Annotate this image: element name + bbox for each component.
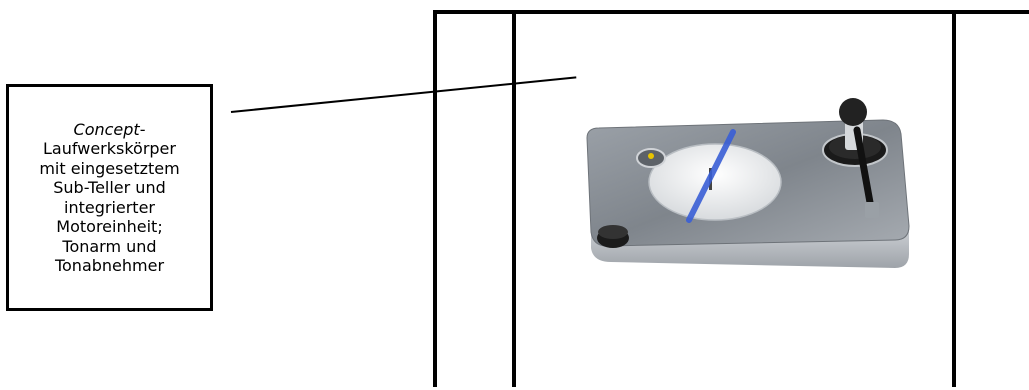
caption-line-4: integrierter <box>64 198 155 217</box>
caption-text: Concept- Laufwerkskörper mit eingesetzte… <box>33 120 185 276</box>
caption-emphasis: Concept <box>74 120 140 139</box>
caption-hyphen: - <box>140 120 146 139</box>
caption-line-3: Sub-Teller und <box>53 178 166 197</box>
speed-knob-light <box>648 153 654 159</box>
caption-line-1: Laufwerkskörper <box>43 139 176 158</box>
turntable-illustration <box>583 90 913 280</box>
caption-line-7: Tonabnehmer <box>55 256 164 275</box>
caption-line-6: Tonarm und <box>62 237 156 256</box>
table-border-inner <box>512 10 516 387</box>
table-border-left <box>433 10 437 387</box>
platter <box>649 144 781 220</box>
caption-box: Concept- Laufwerkskörper mit eingesetzte… <box>6 84 213 311</box>
table-border-right <box>952 10 956 387</box>
caption-line-5: Motoreinheit; <box>56 217 162 236</box>
caption-line-2: mit eingesetztem <box>39 159 179 178</box>
counterweight <box>839 98 867 126</box>
headshell <box>865 202 879 218</box>
